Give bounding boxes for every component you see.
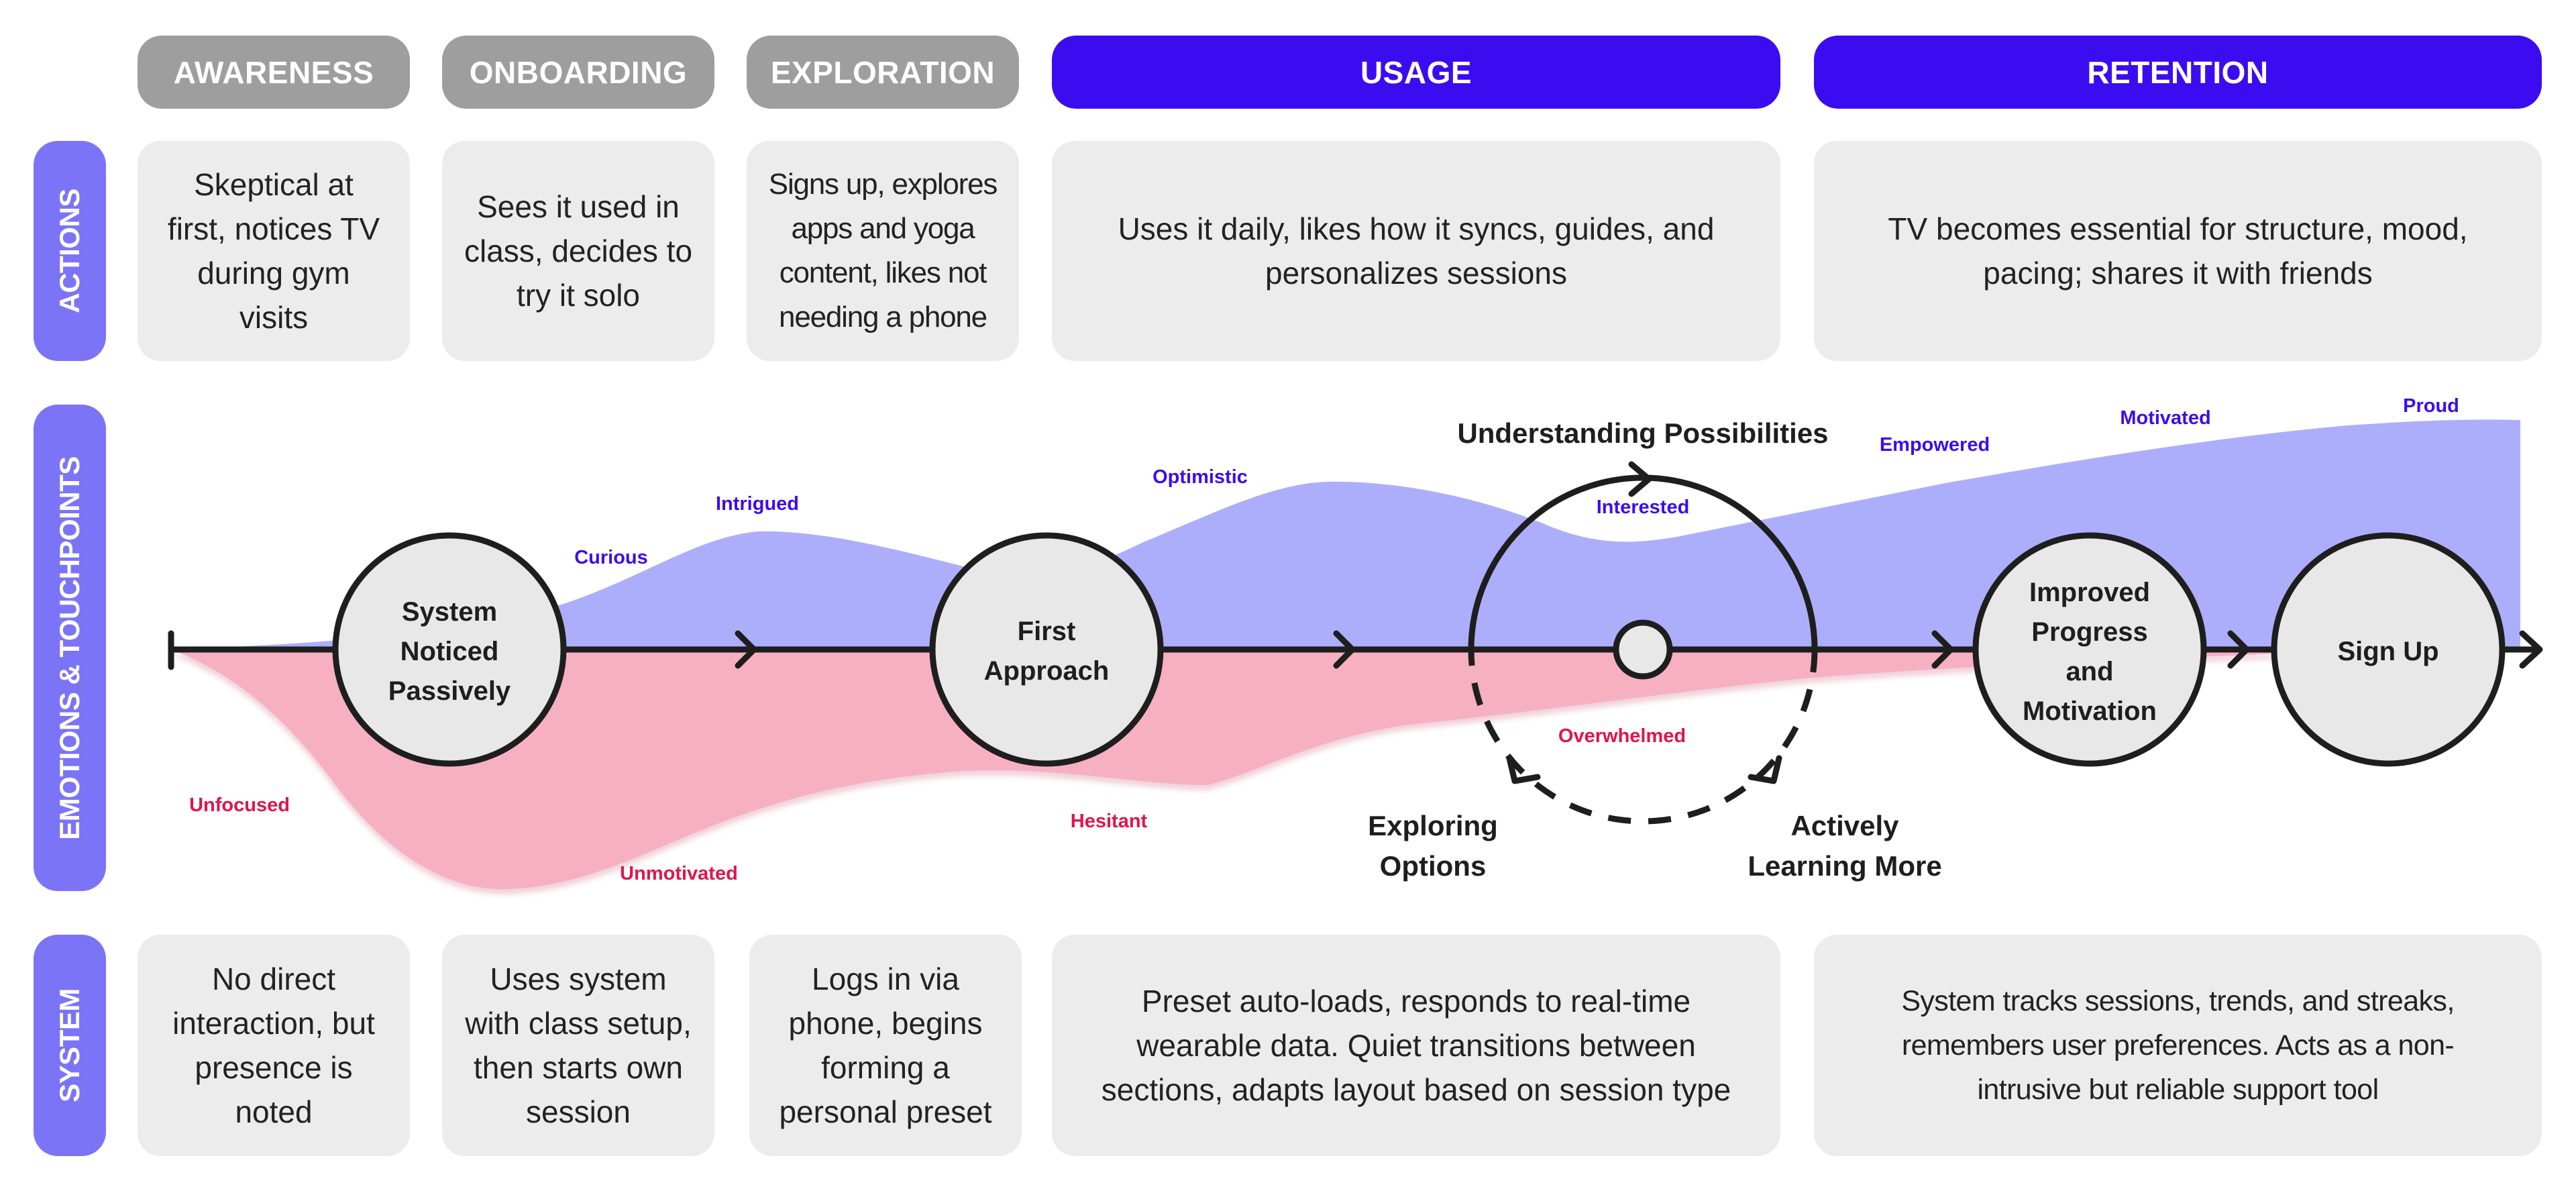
touchpoint-label: Progress xyxy=(2031,617,2147,647)
system-line: personal preset xyxy=(779,1094,992,1129)
emotion-positive-label: Interested xyxy=(1597,497,1690,518)
touchpoint-label: Motivation xyxy=(2023,696,2157,726)
timeline-arrow-icon xyxy=(1931,630,1954,669)
loop-label-top: Understanding Possibilities xyxy=(1457,417,1828,449)
timeline-arrow-icon xyxy=(2227,630,2250,669)
loop-dashed-arc xyxy=(1468,649,1818,825)
system-line: intrusive but reliable support tool xyxy=(1977,1074,2379,1106)
touchpoint-improved-progress: Improved Progress and Motivation xyxy=(1972,532,2207,767)
touchpoint-label: First xyxy=(1018,617,1076,646)
system-cell-retention: System tracks sessions, trends, and stre… xyxy=(1814,935,2542,1156)
system-line: No direct xyxy=(211,962,336,996)
action-cell-retention: TV becomes essential for structure, mood… xyxy=(1814,141,2542,361)
system-line: then starts own xyxy=(474,1050,683,1085)
system-line: session xyxy=(526,1094,631,1129)
phase-awareness: AWARENESS xyxy=(138,36,410,109)
emotion-positive-label: Intrigued xyxy=(716,493,799,515)
emotion-negative-label: Hesitant xyxy=(1071,811,1148,832)
action-line: Signs up, explores xyxy=(768,168,998,201)
touchpoint-first-approach: First Approach xyxy=(929,532,1164,767)
positive-emotion-area xyxy=(171,419,2520,650)
system-line: phone, begins xyxy=(788,1006,983,1041)
phase-exploration: EXPLORATION xyxy=(747,36,1019,109)
action-line: Skeptical at xyxy=(194,167,354,202)
phase-retention: RETENTION xyxy=(1814,36,2542,109)
action-line: pacing; shares it with friends xyxy=(1983,256,2373,291)
system-line: Logs in via xyxy=(812,962,959,996)
system-line: remembers user preferences. Acts as a no… xyxy=(1901,1029,2455,1061)
action-line: apps and yoga xyxy=(791,212,975,245)
touchpoint-label: Noticed xyxy=(400,637,499,666)
loop-arrow-icon xyxy=(1506,755,1541,784)
emotion-positive-label: Empowered xyxy=(1880,434,1990,456)
system-line: presence is xyxy=(195,1050,353,1085)
timeline-arrow-icon xyxy=(735,630,757,669)
system-line: sections, adapts layout based on session… xyxy=(1101,1072,1731,1107)
system-line: System tracks sessions, trends, and stre… xyxy=(1901,985,2455,1017)
system-line: Preset auto-loads, responds to real-time xyxy=(1141,984,1691,1019)
action-cell-exploration: Signs up, explores apps and yoga content, … xyxy=(747,141,1019,361)
action-line: class, decides to xyxy=(464,234,693,268)
emotion-positive-label: Motivated xyxy=(2120,407,2210,429)
action-line: needing a phone xyxy=(779,301,987,333)
loop-arrow-icon xyxy=(1628,461,1652,497)
touchpoint-label: System xyxy=(402,597,497,627)
emotion-negative-label: Overwhelmed xyxy=(1558,725,1686,747)
phase-usage: USAGE xyxy=(1052,36,1780,109)
action-line: first, notices TV xyxy=(167,211,380,246)
action-cell-awareness: Skeptical at first, notices TV during gym v… xyxy=(138,141,410,361)
system-line: with class setup, xyxy=(465,1006,692,1041)
system-line: interaction, but xyxy=(172,1006,375,1041)
touchpoint-sign-up: Sign Up xyxy=(2271,532,2506,767)
row-label-actions: ACTIONS xyxy=(34,141,106,361)
emotion-negative-label: Unmotivated xyxy=(620,863,738,884)
system-line: wearable data. Quiet transitions between xyxy=(1136,1028,1696,1063)
action-line: during gym xyxy=(197,256,350,291)
row-label-emotions: EMOTIONS & TOUCHPOINTS xyxy=(34,405,106,891)
action-line: Uses it daily, likes how it syncs, guide… xyxy=(1118,211,1715,246)
action-cell-onboarding: Sees it used in class, decides to try it s… xyxy=(442,141,714,361)
loop-label-right: Actively xyxy=(1790,810,1899,841)
emotion-positive-label: Optimistic xyxy=(1152,466,1248,488)
system-line: Uses system xyxy=(490,962,667,996)
loop-center-node xyxy=(1613,619,1673,680)
touchpoint-system-noticed: System Noticed Passively xyxy=(332,532,567,767)
touchpoint-label: Approach xyxy=(984,656,1110,686)
action-line: Sees it used in xyxy=(477,189,680,224)
action-line: TV becomes essential for structure, mood… xyxy=(1888,211,2468,246)
system-cell-onboarding: Uses system with class setup, then starts … xyxy=(442,935,714,1156)
action-cell-usage: Uses it daily, likes how it syncs, guide… xyxy=(1052,141,1780,361)
action-line: visits xyxy=(239,300,309,335)
touchpoint-label: Sign Up xyxy=(2337,637,2438,666)
loop-arrow-icon xyxy=(1748,755,1782,784)
timeline-arrow-icon xyxy=(1333,630,1356,669)
emotion-positive-label: Proud xyxy=(2403,395,2459,417)
touchpoint-label: and xyxy=(2065,657,2113,686)
system-cell-usage: Preset auto-loads, responds to real-time… xyxy=(1052,935,1780,1156)
emotion-negative-label: Unfocused xyxy=(189,794,290,816)
timeline-end-arrow-icon xyxy=(2519,630,2543,669)
system-line: forming a xyxy=(821,1050,950,1085)
row-label-system: SYSTEM xyxy=(34,935,106,1156)
action-line: try it solo xyxy=(516,278,641,313)
touchpoint-label: Passively xyxy=(388,676,511,706)
loop-label-left: Options xyxy=(1380,850,1487,882)
emotion-positive-label: Curious xyxy=(574,547,648,568)
system-cell-exploration: Logs in via phone, begins forming a persona… xyxy=(749,935,1022,1156)
negative-emotion-area xyxy=(171,650,2328,890)
loop-label-left: Exploring xyxy=(1368,810,1498,841)
system-line: noted xyxy=(235,1094,313,1129)
system-cell-awareness: No direct interaction, but presence is note… xyxy=(138,935,410,1156)
loop-label-right: Learning More xyxy=(1748,850,1941,882)
phase-onboarding: ONBOARDING xyxy=(442,36,714,109)
action-line: personalizes sessions xyxy=(1265,256,1567,291)
touchpoint-label: Improved xyxy=(2029,578,2150,607)
action-line: content, likes not xyxy=(779,256,987,289)
